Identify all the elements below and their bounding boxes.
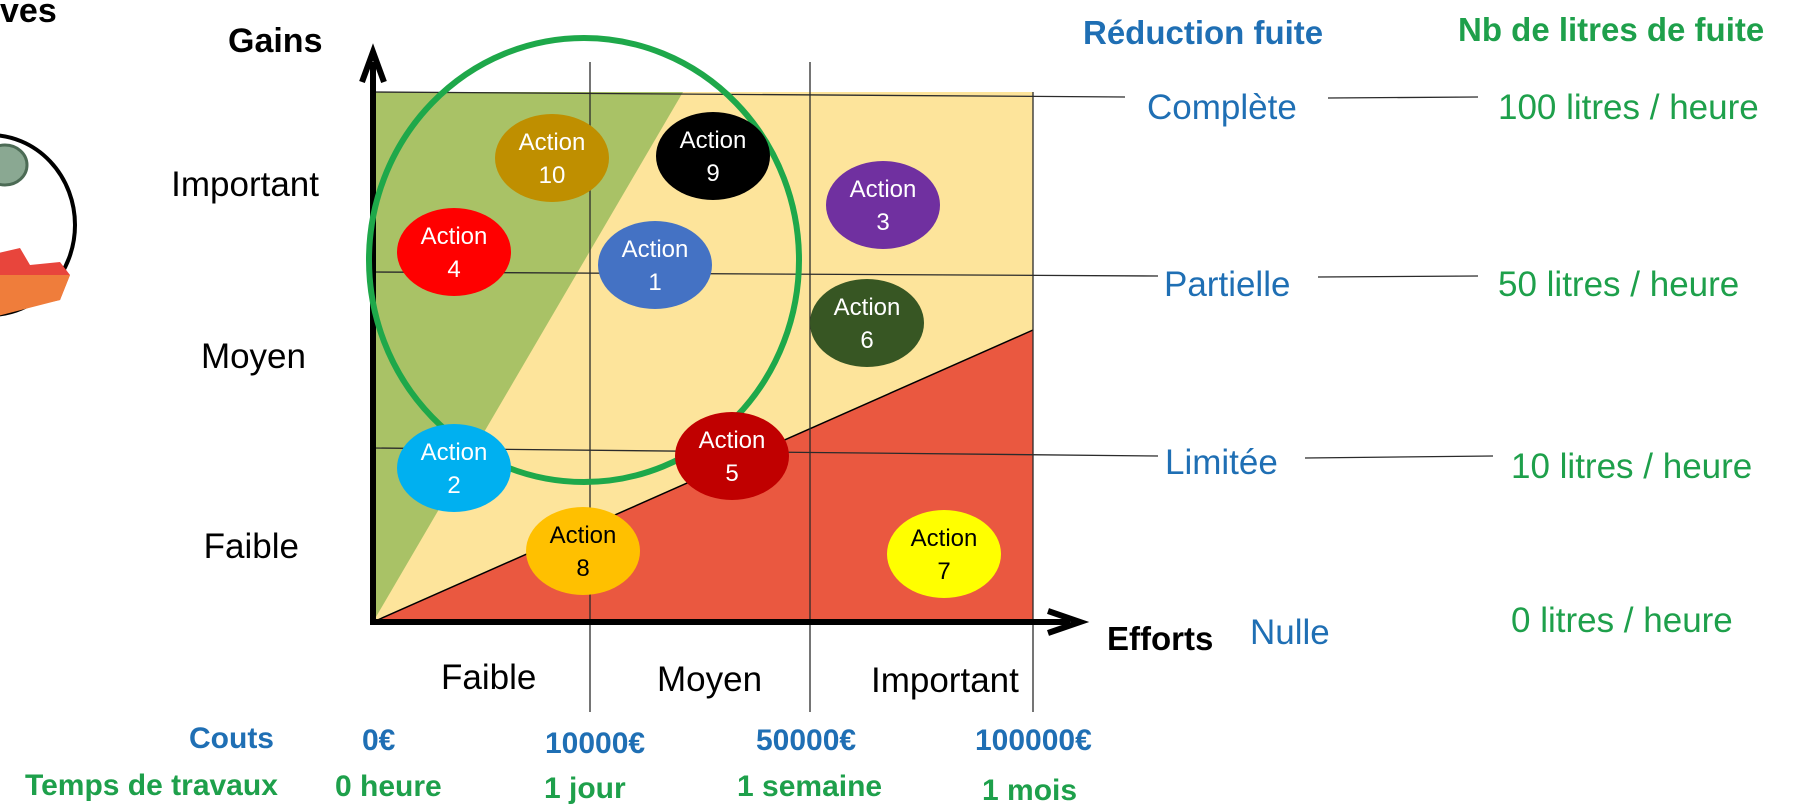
svg-text:3: 3 <box>876 209 889 236</box>
time-1-jour: 1 jour <box>544 772 626 805</box>
x-level-faible: Faible <box>441 658 537 697</box>
svg-text:Action: Action <box>850 176 917 203</box>
action-bubble-3: Action 3 <box>826 161 940 249</box>
svg-text:Action: Action <box>834 294 901 321</box>
time-0h: 0 heure <box>335 770 442 803</box>
header-partial-title: ves <box>0 0 57 30</box>
work-time-label: Temps de travaux <box>25 769 278 802</box>
svg-text:7: 7 <box>937 558 950 585</box>
reduction-limitee: Limitée <box>1165 443 1278 482</box>
reduction-title: Réduction fuite <box>1083 14 1324 51</box>
reduction-partielle: Partielle <box>1164 265 1291 304</box>
svg-text:Action: Action <box>550 522 617 549</box>
time-1-mois: 1 mois <box>982 774 1078 807</box>
svg-text:5: 5 <box>725 460 738 487</box>
leak-title: Nb de litres de fuite <box>1458 11 1765 48</box>
x-level-important: Important <box>871 661 1019 700</box>
action-bubble-4: Action 4 <box>397 208 511 296</box>
action-bubble-7: Action 7 <box>887 510 1001 598</box>
svg-text:Action: Action <box>421 439 488 466</box>
x-axis-title: Efforts <box>1107 620 1214 657</box>
reduction-complete: Complète <box>1147 88 1297 127</box>
svg-text:1: 1 <box>648 269 661 296</box>
cost-50000: 50000€ <box>756 724 857 757</box>
action-bubble-9: Action 9 <box>656 112 770 200</box>
action-bubble-8: Action 8 <box>526 507 640 595</box>
axes <box>359 43 1090 636</box>
svg-text:8: 8 <box>576 555 589 582</box>
svg-text:Action: Action <box>699 427 766 454</box>
leak-50: 50 litres / heure <box>1498 265 1740 304</box>
svg-text:10: 10 <box>539 162 566 189</box>
svg-text:Action: Action <box>421 223 488 250</box>
cost-100000: 100000€ <box>975 724 1092 757</box>
svg-text:Action: Action <box>519 129 586 156</box>
svg-text:Action: Action <box>911 525 978 552</box>
svg-text:6: 6 <box>860 327 873 354</box>
cropped-illustration <box>0 133 77 317</box>
y-level-moyen: Moyen <box>200 337 306 376</box>
x-level-moyen: Moyen <box>657 660 763 699</box>
action-bubble-5: Action 5 <box>675 412 789 500</box>
leak-100: 100 litres / heure <box>1498 88 1759 127</box>
y-level-important: Important <box>171 165 319 204</box>
action-bubble-6: Action 6 <box>810 279 924 367</box>
svg-text:Action: Action <box>622 236 689 263</box>
action-bubble-1: Action 1 <box>598 221 712 309</box>
y-axis-title-partial: Gains <box>228 22 323 58</box>
action-bubble-10: Action 10 <box>495 114 609 202</box>
cost-10000: 10000€ <box>545 727 646 760</box>
action-bubble-2: Action 2 <box>397 424 511 512</box>
leak-10: 10 litres / heure <box>1511 447 1753 486</box>
time-1-semaine: 1 semaine <box>737 770 883 803</box>
costs-label: Couts <box>189 722 274 755</box>
y-level-faible: Faible <box>203 527 299 566</box>
cost-0: 0€ <box>362 724 396 757</box>
leak-0: 0 litres / heure <box>1511 601 1733 640</box>
grid-lines <box>372 62 1494 712</box>
selection-circle <box>366 35 802 485</box>
reduction-nulle: Nulle <box>1250 613 1330 652</box>
action-bubbles: Action 10 Action 9 Action 3 Action 4 Action 1… <box>397 112 1001 598</box>
svg-text:Action: Action <box>680 127 747 154</box>
svg-text:2: 2 <box>447 472 460 499</box>
svg-text:9: 9 <box>706 160 719 187</box>
svg-text:4: 4 <box>447 256 460 283</box>
